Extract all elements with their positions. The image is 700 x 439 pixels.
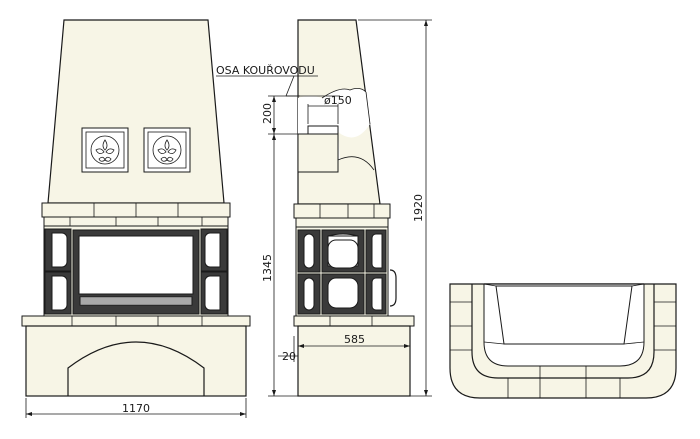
front-view: 1170	[21, 19, 251, 418]
dim-20-label: 20	[282, 350, 296, 363]
dim-1920-label: 1920	[412, 194, 425, 222]
decor-tile-right	[143, 127, 191, 173]
door-handle	[389, 269, 397, 307]
front-hood	[47, 19, 225, 204]
front-ledge	[21, 315, 251, 327]
decor-tile-left	[81, 127, 129, 173]
dim-585-label: 585	[344, 333, 365, 346]
flue-pipe-top	[307, 125, 339, 135]
pipe-diameter-label: ø150	[324, 94, 352, 107]
side-base	[297, 325, 411, 397]
dim-1170-label: 1170	[122, 402, 150, 415]
base-arch	[67, 341, 205, 396]
flue-connector	[297, 133, 339, 173]
plan-view	[449, 283, 677, 399]
dim-1345-label: 1345	[261, 254, 274, 282]
firebox-glass	[78, 235, 194, 295]
plan-firebox	[495, 285, 633, 345]
front-base	[25, 325, 247, 397]
flue-axis-label: OSA KOUŘOVODU	[216, 64, 315, 77]
side-view: ø150 OSA KOUŘOVODU	[216, 19, 432, 397]
dim-200-label: 200	[261, 103, 274, 124]
